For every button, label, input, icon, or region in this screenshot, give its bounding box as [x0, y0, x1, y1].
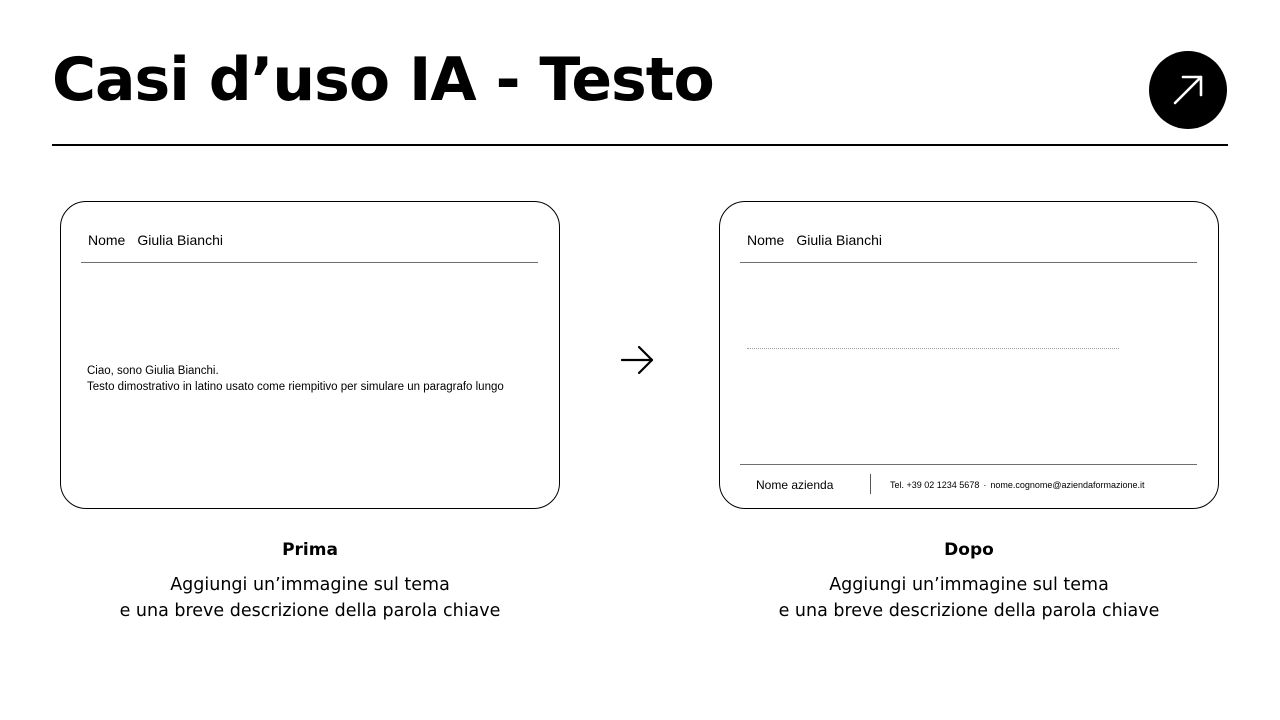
caption-title: Dopo — [944, 540, 994, 560]
name-label: Nome — [88, 232, 126, 248]
before-email-card: Nome Giulia Bianchi Ciao, sono Giulia Bia… — [60, 201, 560, 509]
caption-line: Aggiungi un’immagine sul tema — [829, 575, 1109, 595]
arrow-right-icon — [620, 345, 654, 375]
caption-description: Aggiungi un’immagine sul tema e una brev… — [719, 572, 1219, 624]
email-address: nome.cognome@aziendaformazione.it — [990, 480, 1145, 490]
caption-title: Prima — [282, 540, 338, 560]
name-value: Giulia Bianchi — [137, 232, 223, 248]
company-name: Nome azienda — [756, 478, 834, 492]
name-row: Nome Giulia Bianchi — [747, 231, 882, 249]
caption-line: e una breve descrizione della parola chi… — [119, 601, 501, 621]
phone-number: Tel. +39 02 1234 5678 — [890, 480, 980, 490]
after-caption: Dopo Aggiungi un’immagine sul tema e una… — [719, 538, 1219, 624]
footer-separator — [870, 474, 871, 494]
compressed-text-line — [747, 348, 1119, 350]
body-greeting: Ciao, sono Giulia Bianchi. — [87, 365, 219, 377]
caption-line: e una breve descrizione della parola chi… — [778, 601, 1160, 621]
name-value: Giulia Bianchi — [796, 232, 882, 248]
email-body: Ciao, sono Giulia Bianchi. Testo dimostr… — [87, 363, 504, 395]
name-divider — [740, 262, 1197, 263]
footer-divider — [740, 464, 1197, 465]
caption-description: Aggiungi un’immagine sul tema e una brev… — [60, 572, 560, 624]
caption-line: Aggiungi un’immagine sul tema — [170, 575, 450, 595]
name-divider — [81, 262, 538, 263]
name-label: Nome — [747, 232, 785, 248]
name-row: Nome Giulia Bianchi — [88, 231, 223, 249]
arrow-link-button[interactable] — [1149, 51, 1227, 129]
before-caption: Prima Aggiungi un’immagine sul tema e un… — [60, 538, 560, 624]
body-text: Testo dimostrativo in latino usato come … — [87, 381, 504, 393]
page-title: Casi d’uso IA - Testo — [52, 45, 715, 115]
header-divider — [52, 144, 1228, 146]
arrow-up-right-icon — [1173, 75, 1203, 105]
after-email-card: Nome Giulia Bianchi Nome azienda Tel. +39… — [719, 201, 1219, 509]
contact-separator: · — [983, 480, 987, 490]
contact-info: Tel. +39 02 1234 5678·nome.cognome@azien… — [890, 479, 1145, 491]
